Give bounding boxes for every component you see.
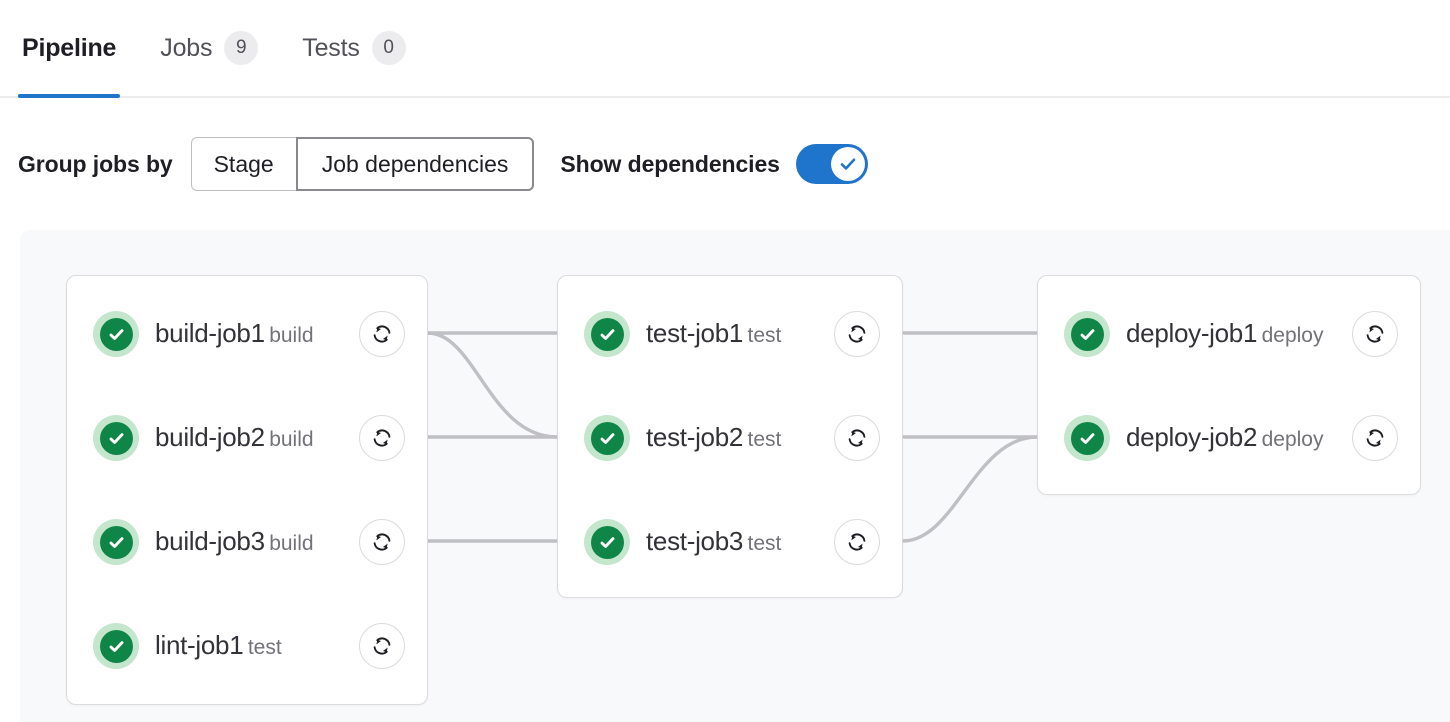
job-text: build-job3 build [155,527,359,557]
link-test-job3-to-deploy-job2 [901,435,1039,543]
retry-button[interactable] [359,311,405,357]
check-icon [109,328,123,340]
job-row[interactable]: test-job3 test [558,502,902,582]
status-success-icon [93,415,139,461]
retry-button[interactable] [1352,311,1398,357]
job-row[interactable]: build-job1 build [67,294,427,374]
job-stage: build [269,427,314,451]
check-icon [600,432,614,444]
tab-pipeline-label: Pipeline [22,33,117,62]
tab-jobs[interactable]: Jobs 9 [138,0,280,96]
job-stage: test [747,427,782,451]
retry-button[interactable] [834,519,880,565]
retry-button[interactable] [834,311,880,357]
job-name: build-job2 [155,421,265,452]
retry-button[interactable] [359,519,405,565]
retry-icon [848,429,866,447]
group-jobs-by-label: Group jobs by [18,150,173,177]
job-text: test-job1 test [646,319,834,349]
job-name: test-job2 [646,421,744,452]
job-name: lint-job1 [155,629,244,660]
check-icon [1080,432,1094,444]
segment-stage[interactable]: Stage [190,137,297,191]
job-row[interactable]: lint-job1 test [67,606,427,686]
job-stage: build [269,531,314,555]
check-icon [600,328,614,340]
tab-tests-label: Tests [302,33,360,62]
tab-tests[interactable]: Tests 0 [280,0,427,96]
segment-job-dependencies[interactable]: Job dependencies [295,137,535,191]
test-column: test-job1 test t [557,275,903,598]
job-row[interactable]: deploy-job1 deploy [1038,294,1420,374]
pipeline-controls: Group jobs by Stage Job dependencies Sho… [0,98,1450,230]
status-success-icon [93,311,139,357]
check-icon [1080,328,1094,340]
job-text: build-job1 build [155,319,359,349]
status-success-icon [584,311,630,357]
job-name: test-job1 [646,317,744,348]
job-stage: test [247,635,282,659]
job-row[interactable]: build-job2 build [67,398,427,478]
job-row[interactable]: build-job3 build [67,502,427,582]
job-name: deploy-job2 [1126,421,1258,452]
status-success-icon [93,623,139,669]
job-stage: deploy [1261,323,1324,347]
check-icon [840,158,856,170]
deploy-column: deploy-job1 deploy [1037,275,1421,495]
job-name: build-job1 [155,317,265,348]
pipeline-graph-canvas: build-job1 build [20,230,1450,722]
link-build-job1-to-test-job2 [426,331,559,439]
retry-button[interactable] [1352,415,1398,461]
status-success-icon [1064,415,1110,461]
job-text: deploy-job1 deploy [1126,319,1352,349]
show-dependencies-toggle[interactable] [795,144,868,184]
retry-button[interactable] [359,623,405,669]
tab-active-underline [18,94,121,98]
job-stage: test [747,531,782,555]
status-success-icon [584,519,630,565]
check-icon [600,536,614,548]
retry-icon [373,533,391,551]
job-stage: test [747,323,782,347]
check-icon [109,640,123,652]
retry-button[interactable] [834,415,880,461]
job-text: deploy-job2 deploy [1126,423,1352,453]
retry-icon [848,533,866,551]
tab-tests-badge: 0 [371,31,406,65]
tab-jobs-badge: 9 [224,31,259,65]
tab-jobs-label: Jobs [160,33,213,62]
job-text: lint-job1 test [155,631,359,661]
status-success-icon [584,415,630,461]
job-text: build-job2 build [155,423,359,453]
job-name: build-job3 [155,525,265,556]
retry-icon [373,429,391,447]
job-name: deploy-job1 [1126,317,1258,348]
status-success-icon [1064,311,1110,357]
job-row[interactable]: test-job1 test [558,294,902,374]
job-text: test-job2 test [646,423,834,453]
job-row[interactable]: test-job2 test [558,398,902,478]
retry-icon [1366,429,1384,447]
job-row[interactable]: deploy-job2 deploy [1038,398,1420,478]
check-icon [109,432,123,444]
job-text: test-job3 test [646,527,834,557]
retry-icon [1366,325,1384,343]
show-dependencies-label: Show dependencies [560,150,780,177]
pipeline-tab-bar: Pipeline Jobs 9 Tests 0 [0,0,1450,98]
check-icon [109,536,123,548]
retry-icon [373,325,391,343]
build-column: build-job1 build [66,275,428,705]
job-stage: build [269,323,314,347]
retry-icon [848,325,866,343]
toggle-knob [830,147,865,181]
retry-icon [373,637,391,655]
tab-pipeline[interactable]: Pipeline [0,0,138,98]
job-stage: deploy [1261,427,1324,451]
status-success-icon [93,519,139,565]
job-name: test-job3 [646,525,744,556]
retry-button[interactable] [359,415,405,461]
group-jobs-by-segmented-control[interactable]: Stage Job dependencies [190,137,535,191]
